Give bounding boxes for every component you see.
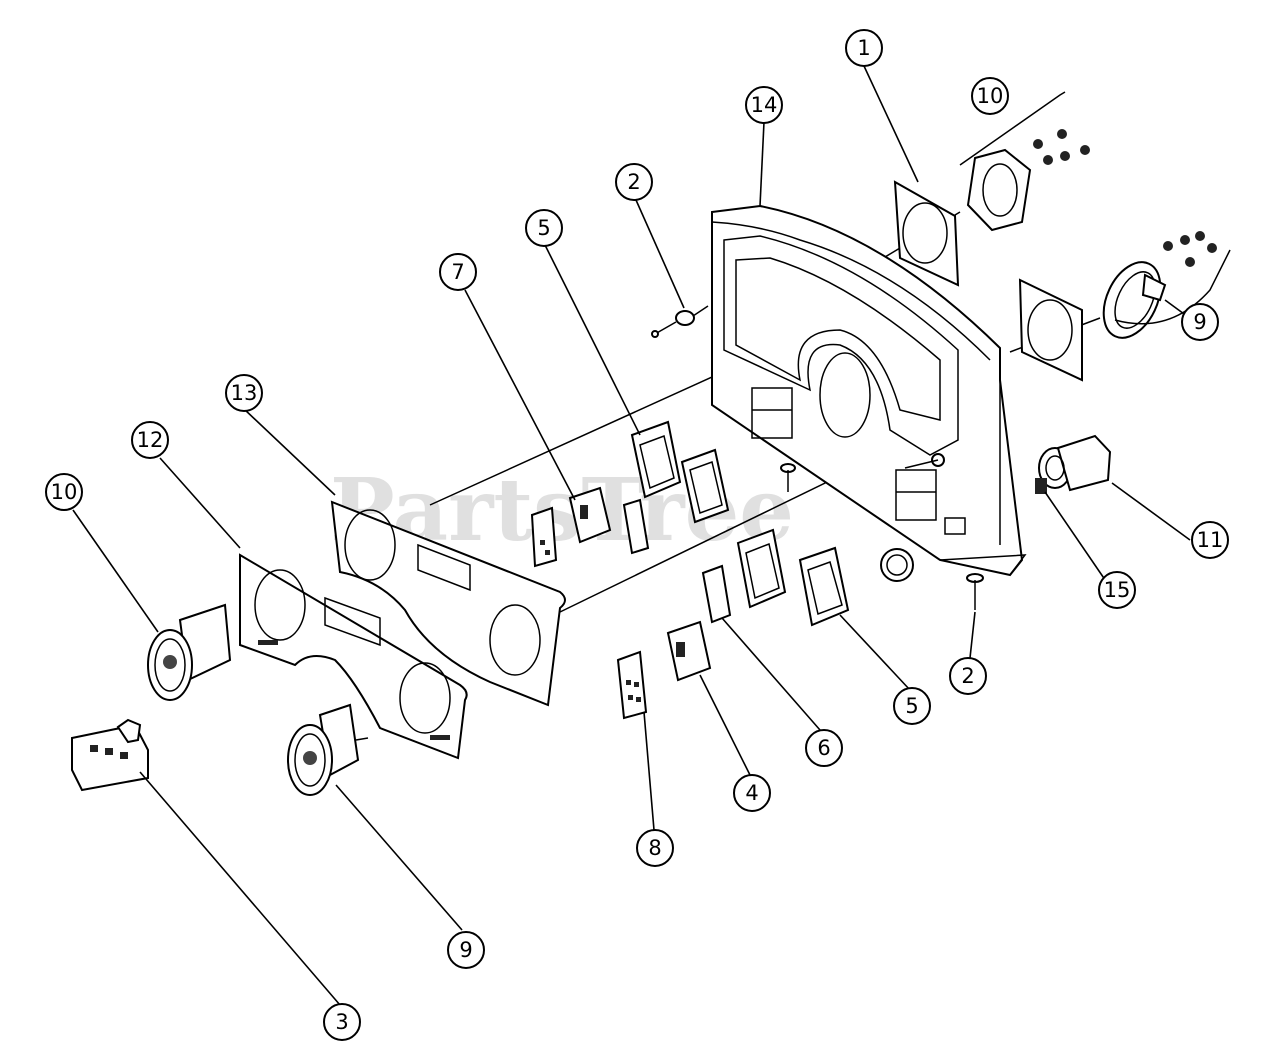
callout-label: 7 (451, 260, 464, 284)
gauge-front-9 (287, 703, 369, 796)
gauge-housing-rear (959, 91, 1090, 232)
ignition-switch (1035, 434, 1112, 494)
callout-label: 9 (459, 938, 472, 962)
callout-14: 14 (745, 86, 783, 124)
callout-7: 7 (439, 253, 477, 291)
callout-4: 4 (733, 774, 771, 812)
screw-lower-2 (966, 573, 984, 610)
switch-filler-upper (622, 498, 650, 555)
callout-15: 15 (1098, 571, 1136, 609)
callout-8: 8 (636, 829, 674, 867)
callout-label: 15 (1104, 578, 1131, 602)
callout-label: 2 (627, 170, 640, 194)
callout-label: 10 (51, 480, 78, 504)
hour-meter (71, 718, 149, 792)
rocker-switch-lower (666, 620, 712, 682)
callout-label: 13 (231, 381, 258, 405)
callout-2-upper: 2 (615, 163, 653, 201)
callout-label: 2 (961, 664, 974, 688)
callout-label: 4 (745, 781, 758, 805)
callout-10-upper: 10 (971, 77, 1009, 115)
callout-5-upper: 5 (525, 209, 563, 247)
callout-5-lower: 5 (893, 687, 931, 725)
callout-11: 11 (1191, 521, 1229, 559)
callout-label: 11 (1197, 528, 1224, 552)
callout-label: 3 (335, 1010, 348, 1034)
callout-13: 13 (225, 374, 263, 412)
callout-label: 5 (537, 216, 550, 240)
gauge-ring-rear (1102, 231, 1231, 339)
switch-bezel-lower-a (736, 528, 787, 609)
gauge-front-10 (147, 603, 232, 701)
dash-panel-housing (711, 204, 1027, 577)
nut-ring (880, 548, 914, 582)
callout-9-upper: 9 (1181, 303, 1219, 341)
switch-bezel-lower-b (798, 546, 850, 627)
switch-bezel-upper-b (680, 448, 730, 524)
filler-plate (701, 564, 732, 624)
callout-1: 1 (845, 29, 883, 67)
callout-2-lower: 2 (949, 657, 987, 695)
callout-label: 6 (817, 736, 830, 760)
callout-label: 12 (137, 428, 164, 452)
rocker-cap (616, 650, 648, 720)
callout-3: 3 (323, 1003, 361, 1041)
screw-upper (651, 305, 709, 338)
callout-label: 8 (648, 836, 661, 860)
screw-lower-1 (780, 463, 796, 492)
overlay-decal-12 (239, 553, 468, 760)
callout-10-lower: 10 (45, 473, 83, 511)
callout-6: 6 (805, 729, 843, 767)
overlay-decal-13 (330, 500, 566, 707)
callout-12: 12 (131, 421, 169, 459)
callout-9-lower: 9 (447, 931, 485, 969)
gasket-lower (1018, 278, 1083, 382)
gasket-upper (893, 180, 960, 287)
callout-label: 14 (751, 93, 778, 117)
callout-label: 5 (905, 694, 918, 718)
rocker-switch-upper (530, 486, 612, 568)
callout-label: 10 (977, 84, 1004, 108)
switch-bezel-upper-a (630, 420, 682, 499)
callout-label: 1 (857, 36, 870, 60)
callout-label: 9 (1193, 310, 1206, 334)
